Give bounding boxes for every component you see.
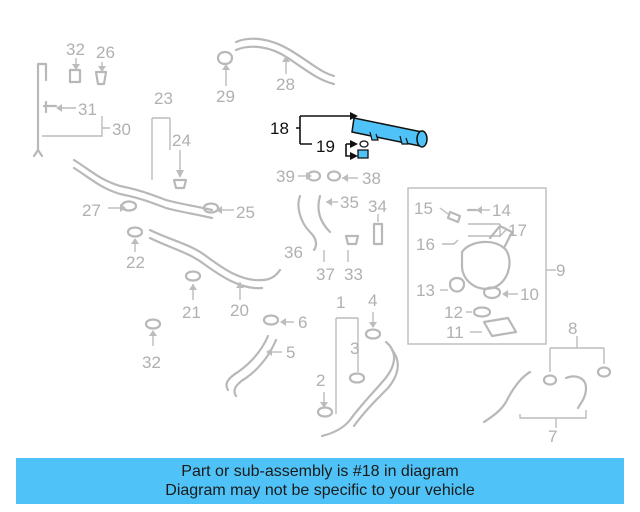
callout-3: 3: [350, 339, 359, 358]
gasket-13: [448, 276, 466, 293]
hose-7a: [482, 370, 532, 424]
clip-32-low: [144, 318, 162, 330]
clip-32-top: [68, 68, 82, 84]
hose-20: [148, 228, 282, 282]
callout-12: 12: [444, 303, 463, 322]
plug-19: [357, 149, 369, 159]
clamp-2: [316, 406, 334, 418]
callout-2: 2: [316, 371, 325, 390]
callout-25: 25: [236, 203, 255, 222]
pipe-18-tab-right: [399, 135, 409, 145]
callout-10: 10: [520, 285, 539, 304]
callout-21: 21: [182, 303, 201, 322]
clip-29: [216, 50, 234, 66]
clip-21: [184, 270, 202, 282]
callout-32a: 32: [66, 40, 85, 59]
pipe-18-end: [416, 130, 428, 148]
callout-4: 4: [368, 291, 377, 310]
bolt-31: [42, 100, 58, 114]
housing-9-neck: [488, 224, 514, 250]
highlighted-part-19[interactable]: [357, 140, 369, 159]
callout-18[interactable]: 18: [270, 119, 289, 138]
callout-1: 1: [336, 293, 345, 312]
callout-6: 6: [298, 313, 307, 332]
callout-8: 8: [568, 319, 577, 338]
callout-35: 35: [340, 193, 359, 212]
callout-31: 31: [78, 100, 97, 119]
callout-11: 11: [446, 323, 464, 342]
callout-14: 14: [492, 201, 511, 220]
callout-26: 26: [96, 43, 115, 62]
clamp-6: [262, 314, 280, 326]
clamp-8a: [542, 374, 558, 386]
hose-28: [234, 37, 336, 78]
clamp-25: [202, 202, 220, 214]
hose-23: [72, 158, 214, 212]
clip-22: [126, 226, 144, 238]
caption-banner: Part or sub-assembly is #18 in diagram D…: [16, 458, 624, 504]
clip-26: [94, 70, 108, 86]
housing-9: [460, 240, 511, 290]
highlighted-part-18[interactable]: [351, 117, 428, 148]
assembly-9-box: [407, 187, 547, 345]
hose-5: [225, 334, 270, 392]
clip-39: [306, 170, 322, 182]
ring-12: [472, 306, 492, 318]
caption-line-1: Part or sub-assembly is #18 in diagram: [181, 463, 459, 480]
o-ring-19: [359, 140, 369, 148]
clamp-27: [120, 200, 138, 212]
pipe-35: [317, 194, 332, 234]
cover-11: [482, 316, 518, 338]
hose-28-outer: [234, 45, 336, 86]
hose-1: [320, 340, 396, 438]
callout-29: 29: [216, 87, 235, 106]
callout-13: 13: [416, 281, 435, 300]
callout-16: 16: [416, 235, 435, 254]
bracket-34: [372, 222, 384, 246]
callout-33: 33: [344, 265, 363, 284]
pipe-18-tab-left: [369, 131, 379, 141]
clamp-8b: [596, 366, 612, 378]
callout-39: 39: [276, 167, 295, 186]
pipe-36: [297, 194, 318, 252]
callout-22: 22: [126, 253, 145, 272]
bracket-rod: [32, 62, 48, 158]
thermostat-10: [482, 286, 502, 300]
callout-32b: 32: [142, 353, 161, 372]
callout-23: 23: [154, 89, 173, 108]
callout-9: 9: [556, 261, 565, 280]
callout-7: 7: [548, 427, 557, 446]
sensor-15: [446, 210, 462, 224]
clip-38: [326, 170, 342, 182]
callout-37: 37: [316, 265, 335, 284]
fitting-33: [344, 234, 360, 246]
callout-5: 5: [286, 343, 295, 362]
hose-23-outer: [72, 166, 214, 220]
caption-line-2: Diagram may not be specific to your vehi…: [165, 482, 475, 499]
clamp-3: [348, 372, 366, 384]
callout-20: 20: [230, 301, 249, 320]
hose-7b: [564, 375, 588, 410]
callout-15: 15: [414, 199, 433, 218]
callout-34: 34: [368, 197, 387, 216]
hose-5-outer: [233, 338, 278, 398]
hose-20-outer: [148, 236, 264, 290]
callout-27: 27: [82, 201, 101, 220]
callout-28: 28: [276, 75, 295, 94]
hose-1-outer: [352, 348, 399, 428]
clip-24: [172, 178, 188, 190]
callout-19[interactable]: 19: [316, 137, 335, 156]
bracket-18: [296, 115, 356, 145]
clamp-4: [364, 328, 382, 340]
callout-24: 24: [172, 131, 191, 150]
callout-30: 30: [112, 120, 131, 139]
callout-17: 17: [508, 221, 527, 240]
callout-36: 36: [284, 243, 303, 262]
callout-38: 38: [362, 169, 381, 188]
